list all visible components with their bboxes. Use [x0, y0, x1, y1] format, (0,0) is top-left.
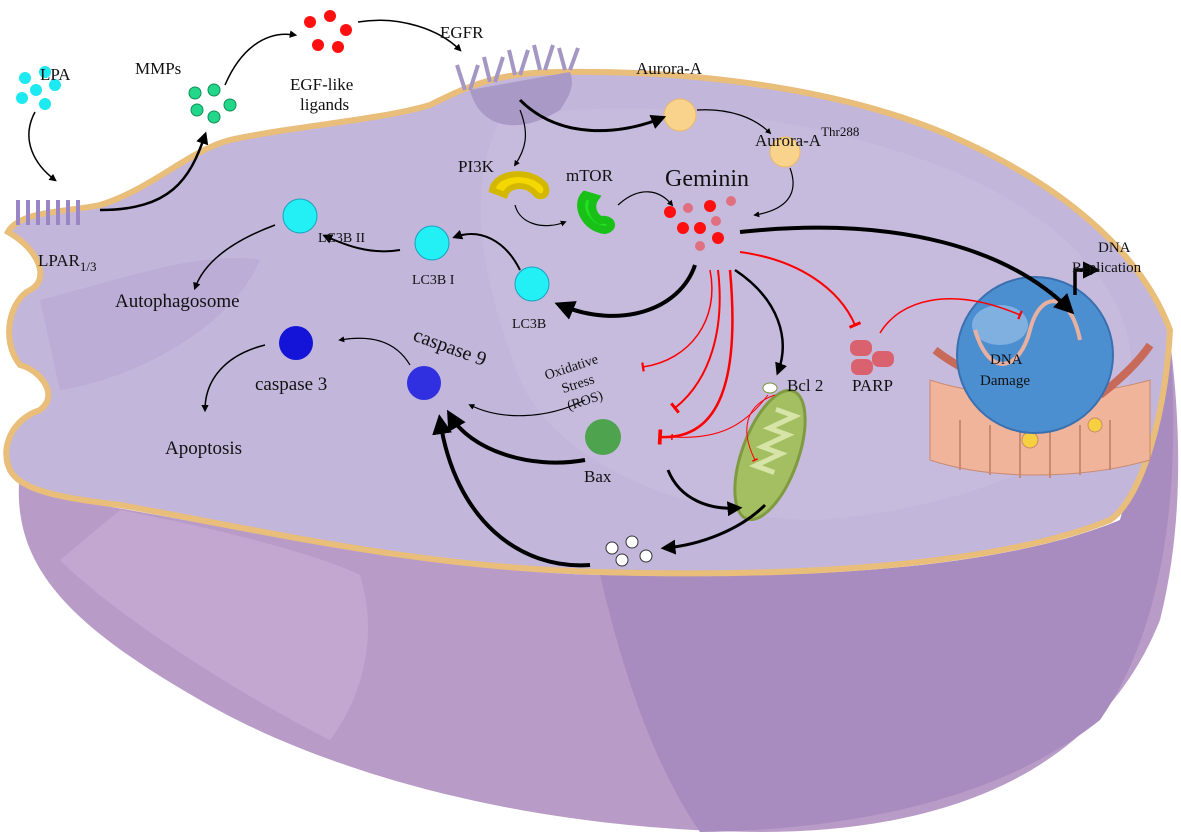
label-lpar: LPAR1/3 [38, 251, 97, 274]
label-lc3b-ii: LC3B II [318, 231, 365, 246]
label-geminin: Geminin [665, 166, 749, 192]
label-caspase-3: caspase 3 [255, 374, 327, 395]
label-pi3k: PI3K [458, 157, 495, 176]
caspase-3-protein [279, 326, 313, 360]
lc3b-protein [514, 266, 550, 302]
cell-body-shade [600, 340, 1174, 832]
label-egfr: EGFR [440, 23, 484, 42]
label-bax: Bax [584, 467, 612, 486]
label-egf-ligands-2: ligands [300, 95, 349, 114]
label-mtor: mTOR [566, 166, 614, 185]
label-mmps: MMPs [135, 59, 181, 78]
label-lc3b-i: LC3B I [412, 273, 455, 288]
label-aurora-a-thr288: Aurora-AThr288 [755, 124, 859, 150]
caspase-9-protein [407, 366, 441, 400]
label-dna-damage-2: Damage [980, 373, 1030, 389]
label-lc3b: LC3B [512, 317, 546, 332]
vesicles [605, 535, 653, 567]
inhibition-arrows [641, 251, 1023, 463]
label-egf-ligands-1: EGF-like [290, 75, 353, 94]
label-parp: PARP [852, 376, 893, 395]
pi3k-protein [488, 171, 550, 200]
nucleus [956, 276, 1114, 434]
lpa-molecules [16, 66, 61, 110]
egfr-invagination [470, 72, 572, 126]
cytoplasm-left-lobe [40, 258, 260, 390]
label-aurora-a: Aurora-A [636, 59, 703, 78]
geminin-molecules [664, 196, 736, 251]
mmp-molecules [188, 83, 237, 124]
aurora-a-protein [663, 98, 697, 132]
lpar-receptor [16, 200, 80, 225]
egfr-receptors [455, 44, 580, 91]
cell-body-highlight [60, 510, 369, 740]
label-dna-replication-2: Replication [1072, 260, 1142, 276]
label-apoptosis: Apoptosis [165, 438, 242, 459]
lc3b-ii-protein [282, 198, 318, 234]
lc3b-i-protein [414, 225, 450, 261]
egf-ligand-molecules [304, 10, 352, 53]
parp-protein [850, 340, 894, 375]
bax-protein [585, 419, 621, 455]
label-bcl2: Bcl 2 [787, 376, 823, 395]
label-dna-replication-1: DNA [1098, 240, 1131, 256]
label-dna-damage-1: DNA [990, 352, 1023, 368]
label-lpa: LPA [40, 65, 71, 84]
aurora-a-thr288-protein [769, 136, 801, 168]
activation-arrows [28, 19, 1101, 568]
mtor-protein [577, 190, 615, 235]
label-autophagosome: Autophagosome [115, 291, 240, 312]
